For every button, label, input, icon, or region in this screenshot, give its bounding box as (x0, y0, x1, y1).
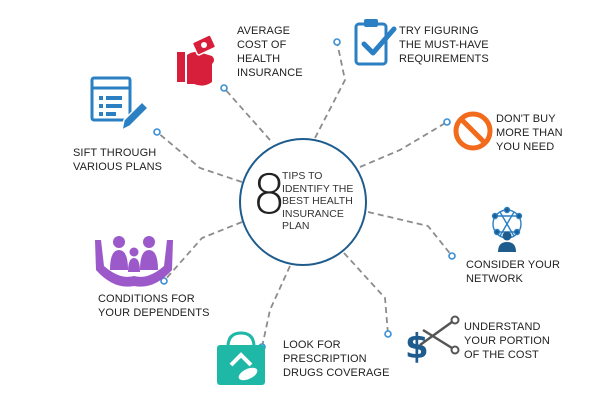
tip-line: INSURANCE (237, 67, 303, 79)
prohibited-icon (453, 111, 493, 151)
tip-cost-portion: UNDERSTAND YOUR PORTION OF THE COST (464, 320, 550, 362)
tip-line: YOUR PORTION (464, 335, 550, 347)
tip-line: YOU NEED (496, 141, 555, 153)
clipboard-check-icon (354, 19, 397, 66)
tip-line: UNDERSTAND (464, 321, 541, 333)
connector-sift (156, 131, 243, 183)
center-title-line: INSURANCE (282, 207, 344, 220)
dot-requirements (333, 38, 341, 46)
dot-dependents (160, 277, 168, 285)
tip-line: AVERAGE (237, 25, 291, 37)
tip-line: THE MUST-HAVE (399, 39, 489, 51)
center-title-line: BEST HEALTH (282, 195, 353, 207)
network-person-figure (498, 231, 516, 252)
tip-line: DRUGS COVERAGE (283, 367, 390, 379)
tip-line: DON'T BUY (496, 113, 556, 125)
dot-dont-buy (443, 118, 451, 126)
connector-lines (156, 41, 453, 348)
family-hands-icon (95, 236, 173, 287)
tip-line: NETWORK (466, 273, 523, 285)
tip-line: SIFT THROUGH (73, 147, 157, 159)
medicine-bag-icon (217, 331, 265, 385)
tip-line: TRY FIGURING (399, 25, 479, 37)
tip-dependents: CONDITIONS FOR YOUR DEPENDENTS (98, 292, 210, 320)
dot-network (448, 252, 456, 260)
tip-line: OF THE COST (464, 349, 539, 361)
tip-line: VARIOUS PLANS (73, 161, 163, 173)
svg-text:$: $ (405, 327, 429, 367)
dollar-scissors-icon: $ (405, 315, 460, 367)
tip-sift: SIFT THROUGH VARIOUS PLANS (73, 146, 162, 174)
hand-holding-money-icon (177, 34, 217, 86)
tip-average-cost: AVERAGE COST OF HEALTH INSURANCE (237, 24, 303, 80)
connector-average-cost (223, 87, 271, 141)
tip-prescription: LOOK FOR PRESCRIPTION DRUGS COVERAGE (283, 338, 390, 380)
dot-cost-portion (384, 330, 392, 338)
tip-line: CONDITIONS FOR (98, 293, 195, 305)
connector-cost-portion (343, 252, 389, 335)
center-title-line: PLAN (282, 220, 310, 232)
tip-line: REQUIREMENTS (399, 53, 489, 65)
connector-dependents (163, 221, 243, 282)
tip-network: CONSIDER YOUR NETWORK (466, 258, 560, 286)
connector-prescription (261, 265, 291, 348)
center-title-line: TIPS TO (282, 170, 323, 182)
tip-line: YOUR DEPENDENTS (98, 307, 210, 319)
document-edit-icon (90, 76, 150, 132)
connector-requirements (314, 41, 346, 139)
connector-network (367, 211, 453, 257)
tip-requirements: TRY FIGURING THE MUST-HAVE REQUIREMENTS (399, 24, 489, 66)
tip-line: MORE THAN (496, 127, 563, 139)
center-hub (239, 138, 367, 266)
center-title-line: IDENTIFY THE (282, 182, 354, 195)
connector-dont-buy (359, 121, 448, 168)
tip-dont-buy: DON'T BUY MORE THAN YOU NEED (496, 112, 563, 154)
tip-line: COST OF (237, 39, 287, 51)
tip-line: PRESCRIPTION (283, 353, 367, 365)
dot-sift (153, 128, 161, 136)
center-title: TIPS TO IDENTIFY THE BEST HEALTH INSURAN… (282, 170, 364, 233)
tip-line: CONSIDER YOUR (466, 259, 560, 271)
center-number: 8 (252, 163, 287, 226)
dot-average-cost (220, 84, 228, 92)
tip-line: LOOK FOR (283, 339, 341, 351)
tip-line: HEALTH (237, 53, 281, 65)
